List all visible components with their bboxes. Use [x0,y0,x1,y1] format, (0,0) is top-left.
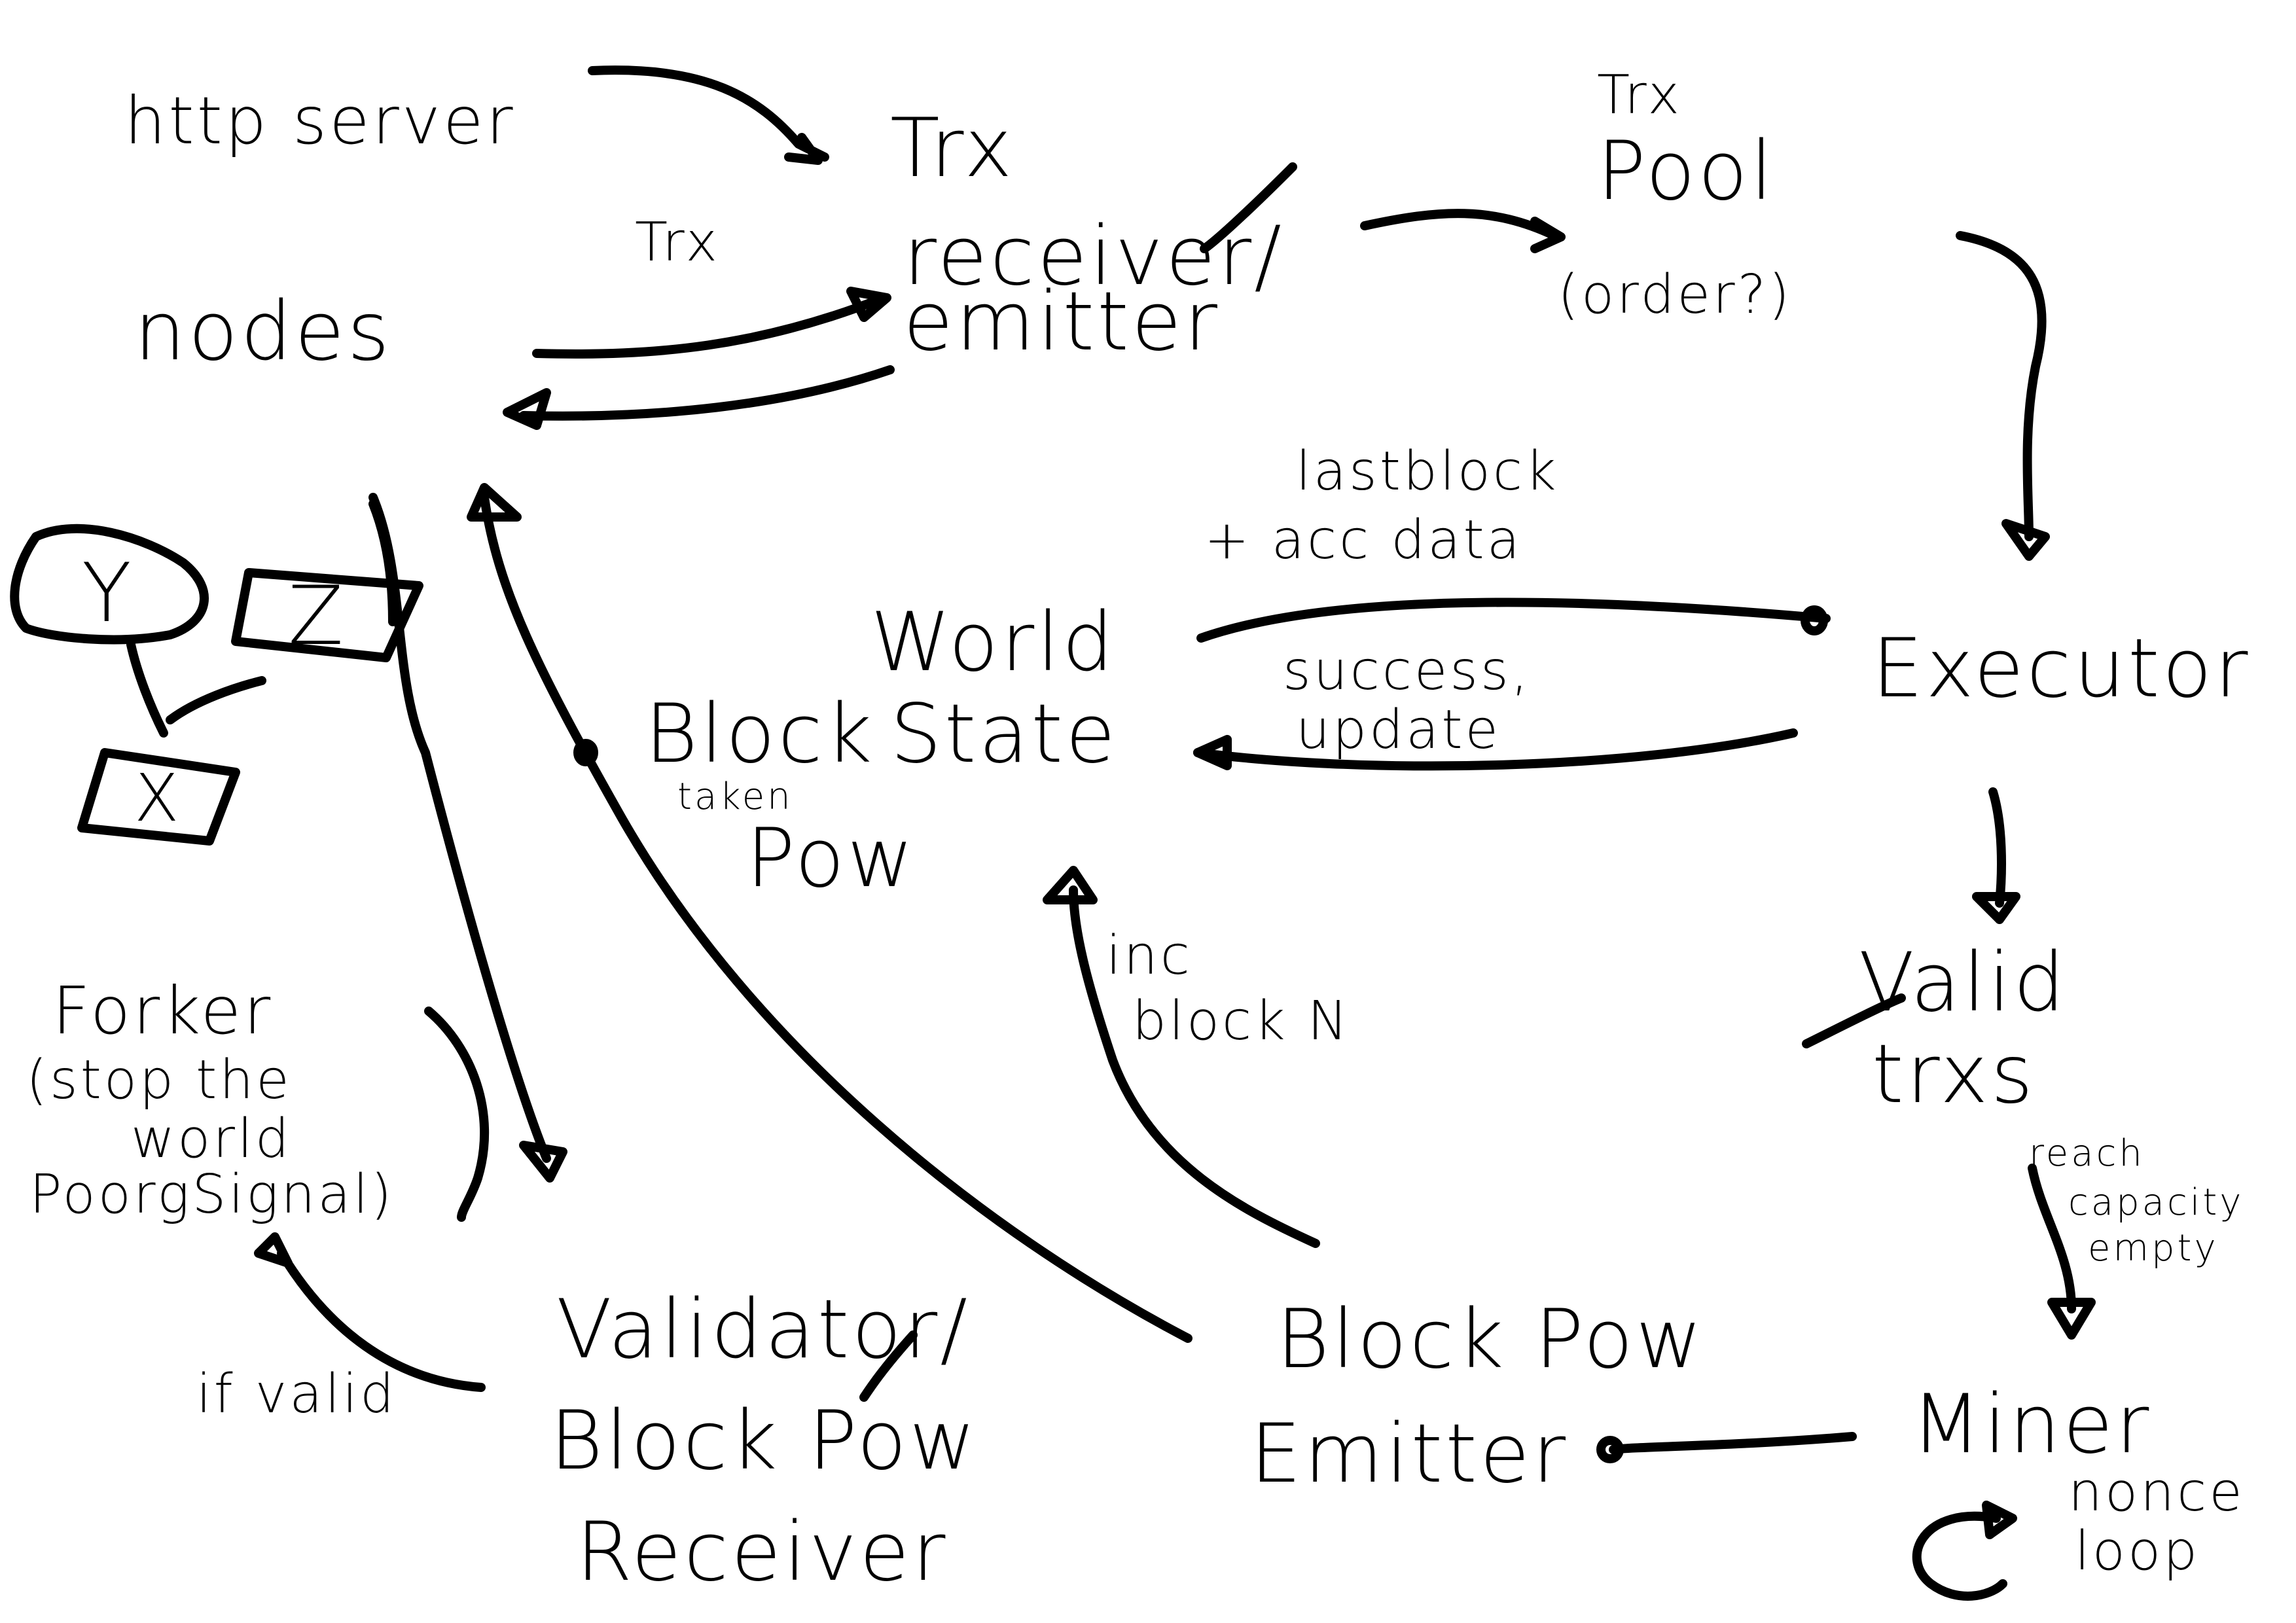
arrow-executor-to-valid [1988,787,2006,908]
inc-block-label-1: inc [1106,925,1193,987]
valid-trxs-cross [1802,993,1906,1048]
arrow-receiver-to-nodes [519,365,895,421]
arrow-nodes-to-receiver [532,293,888,359]
arrow-valid-to-miner [2028,1164,2076,1313]
last-block-label-2: + acc data [1204,509,1522,571]
y-node-shape [10,524,209,645]
last-block-label-1: lastblock [1296,440,1559,503]
x-node-label: X [134,760,182,836]
arrowhead-nodes-to-validator [519,1141,567,1183]
success-update-label-1: success, [1283,640,1531,702]
http-server-label: http server [124,82,516,159]
arrowhead-pool-to-executor [2001,519,2050,561]
arrowhead-receiver-to-nodes [503,388,551,430]
fork-x-to-y [126,640,168,738]
block-pow-emitter-label-1: Block Pow [1276,1293,1705,1387]
forker-label-3: world [131,1108,292,1170]
nonce-loop [1912,1511,2007,1601]
arrowhead-receiver-to-pool [1530,217,1566,253]
arrow-nodes-to-validator [368,493,551,1163]
arrowhead-emitter-to-worldstate [1043,866,1098,904]
trx-receiver-label-3: emitter [903,275,1221,369]
reach-label-3: empty [2088,1227,2219,1270]
success-update-label-2: update [1296,699,1501,761]
trx-pool-label-2: Pool [1597,124,1776,219]
block-pow-label-1: Block [645,687,875,781]
arrowhead-executor-to-worldstate [1193,735,1232,770]
arrowhead-http-to-receiver [784,133,823,165]
nonce-label-2: loop [2075,1520,2200,1582]
trx-receiver-label-1: Trx [890,101,1015,196]
validator-label-3: Receiver [576,1505,948,1599]
arrow-executor-to-worldstate [1193,728,1798,771]
nodes-label: nodes [134,285,393,379]
reach-label-2: capacity [2068,1181,2244,1224]
forker-bracket [424,1007,490,1222]
arrow-http-to-receiver [588,65,829,162]
forker-label-1: Forker [52,972,274,1049]
arrow-worldstate-to-executor [1196,597,1831,643]
forker-label-4: PoorgSignal) [29,1164,395,1226]
trx-receiver-label-2: receiver/ [903,209,1284,304]
arrowhead-executor-to-valid [1972,892,2020,924]
arrow-validator-to-forker [277,1249,486,1392]
y-node-label: Y [82,546,134,641]
trx-edge-label: Trx [635,211,721,274]
validator-label-2: Block Pow [550,1394,978,1488]
miner-label: Miner [1911,1378,2152,1472]
z-node-shape [231,568,423,662]
x-node-shape [77,748,240,846]
z-node-label: Z [288,569,346,664]
forker-label-2: (stop the [26,1049,292,1111]
nonce-label-1: nonce [2068,1461,2245,1524]
validator-label-1: Validator/ [556,1283,971,1377]
arrowhead-worldstate-to-executor [1801,605,1828,635]
arrow-miner-to-emitter [1609,1432,1857,1454]
validator-slash [859,1330,918,1402]
block-pow-dot [573,739,598,766]
arrow-emitter-to-nodes [480,493,1193,1343]
inc-block-label-2: block N [1132,990,1350,1052]
world-state-label-2: State [890,687,1119,781]
valid-trxs-label-2: trxs [1872,1027,2036,1122]
arrowhead-nodes-to-receiver [846,287,891,322]
valid-trxs-label-1: Valid [1859,936,2068,1030]
arrow-pool-to-executor [1956,231,2047,541]
arrow-emitter-to-worldstate [1069,885,1320,1248]
arrowhead-emitter-to-nodes [467,483,522,522]
nonce-loop-head [1982,1501,2017,1539]
z-node-slash [368,499,397,626]
block-pow-emitter-label-2: Emitter [1250,1407,1569,1501]
block-pow-label-2: Pow [746,812,916,906]
trx-pool-label-3: (order?) [1558,264,1793,326]
trx-pool-label-1: Trx [1597,64,1683,126]
arrow-receiver-to-pool [1360,209,1559,240]
receiver-slash [1200,162,1297,253]
executor-label: Executor [1872,622,2251,716]
arrowhead-validator-to-forker [254,1232,293,1268]
fork-x-to-z [166,676,266,724]
world-state-label-1: World [870,596,1117,690]
block-pow-taken-label: taken [677,776,793,818]
reach-label-1: reach [2029,1132,2145,1175]
arrowhead-valid-to-miner [2047,1298,2096,1340]
arrowhead-miner-to-emitter [1596,1436,1624,1463]
if-valid-label: if valid [196,1363,397,1425]
